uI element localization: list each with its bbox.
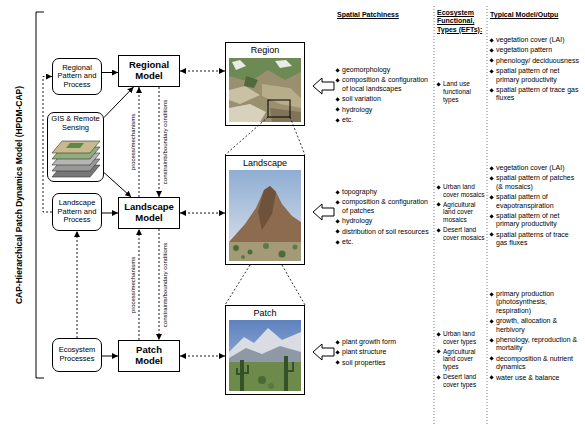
bullet-item: vegetation pattern: [489, 46, 581, 54]
gis-layers-icon: [52, 141, 100, 177]
bullet-item: vegetation cover (LAI): [489, 164, 581, 172]
model-box: Landscape Model: [118, 197, 180, 229]
node-text: Regional Model: [122, 60, 176, 82]
column-header: Typical Model/Outpu: [490, 11, 582, 19]
bullet-item: soil properties: [335, 359, 432, 367]
bullet-item: spatial pattern of patches (& mosaics): [489, 174, 581, 191]
text-column: topography composition & configuration of…: [335, 188, 432, 248]
patch-photo: [229, 320, 301, 391]
bullet-item: Agricultural land cover mosaics: [436, 201, 486, 224]
column-header: Ecosystem Functional, Types (EFTs):: [437, 9, 485, 34]
text-column: primary production (photosynthesis, resp…: [489, 290, 581, 384]
column-divider: [434, 6, 435, 425]
connector: [159, 87, 160, 197]
text-column: Ecosystem Functional, Types (EFTs):: [437, 9, 485, 34]
bullet-item: Land use functional types: [436, 80, 486, 103]
node-text: Landscape Pattern and Process: [56, 199, 98, 225]
bullet-item: spatial pattern of trace gas fluxes: [489, 86, 581, 103]
zoom-lines: [225, 117, 305, 305]
text-column: Typical Model/Outpu: [490, 11, 582, 19]
bullet-item: Desert land cover types: [436, 373, 486, 389]
text-column: Urban land cover typesAgricultural land …: [436, 330, 486, 391]
bullet-item: composition & configuration of local lan…: [335, 76, 432, 93]
edge-label: process/mechanisms: [130, 255, 137, 313]
node-text: Patch: [253, 308, 276, 318]
bullet-item: spatial patterns of trace gas fluxes: [489, 231, 581, 248]
text-column: plant growth form plant structure soil pro…: [335, 338, 432, 369]
connector: [104, 173, 131, 197]
node-text: GIS & Remote Sensing: [51, 115, 100, 132]
model-box: Regional Model: [118, 55, 180, 87]
connector: [77, 231, 78, 338]
bullet-item: water use & balance: [489, 374, 581, 382]
connector: [102, 213, 118, 214]
bullet-item: primary production (photosynthesis, resp…: [489, 290, 581, 315]
process-box: Ecosystem Processes: [52, 338, 102, 372]
bullet-item: Desert land cover mosaics: [436, 226, 486, 242]
pattern-box: Regional Pattern and Process: [52, 58, 102, 95]
connector: [180, 213, 225, 214]
hollow-arrow: [313, 78, 334, 360]
landscape-photo: [229, 170, 301, 261]
bullet-item: Urban land cover types: [436, 330, 486, 346]
bullet-item: decomposition & nutrient dynamics: [489, 355, 581, 372]
column-header: Spatial Patchiness: [337, 11, 432, 19]
bullet-item: Urban land cover mosaics: [436, 183, 486, 199]
scale-panel: Patch: [225, 305, 305, 395]
connector: [102, 72, 118, 73]
connector: [180, 356, 225, 357]
bullet-item: spatial pattern of evapotranspiration: [489, 193, 581, 210]
text-column: geomorphology composition & configuration…: [335, 66, 432, 126]
column-divider: [487, 6, 488, 425]
connector: [139, 87, 140, 197]
bullet-item: growth, allocation & herbivory: [489, 317, 581, 334]
bullet-item: hydrology: [335, 106, 432, 114]
text-column: Spatial Patchiness: [337, 11, 432, 19]
connector: [139, 229, 140, 340]
connector: [159, 229, 160, 340]
model-box: Patch Model: [118, 340, 180, 372]
pattern-box: Landscape Pattern and Process: [52, 193, 102, 231]
region-photo: [229, 58, 301, 122]
node-text: Regional Pattern and Process: [56, 64, 98, 90]
edge-label: constraints/boundary conditions: [162, 99, 169, 185]
bullet-item: plant structure: [335, 348, 432, 356]
scale-panel: Landscape: [225, 155, 305, 265]
bullet-item: phenology, reproduction & mortality: [489, 336, 581, 353]
text-column: vegetation cover (LAI) spatial pattern of…: [489, 164, 581, 250]
bullet-item: spatial pattern of net primary productiv…: [489, 212, 581, 229]
bullet-item: spatial pattern of net primary productiv…: [489, 67, 581, 84]
node-text: Landscape: [243, 158, 287, 168]
text-column: vegetation cover (LAI) vegetation pattern…: [489, 36, 581, 105]
bullet-item: Agricultural land cover types: [436, 348, 486, 371]
bullet-item: composition & configuration of patches: [335, 198, 432, 215]
scale-panel: Region: [225, 42, 305, 126]
bullet-item: topography: [335, 188, 432, 196]
bullet-item: phenology/ deciduousness: [489, 57, 581, 65]
gis-box: GIS & Remote Sensing: [47, 112, 104, 182]
edge-label: process/mechanisms: [130, 113, 137, 171]
text-column: Land use functional types: [436, 80, 486, 105]
connector: [180, 71, 225, 72]
node-text: Landscape Model: [122, 202, 176, 224]
bullet-item: hydrology: [335, 217, 432, 225]
bullet-item: plant growth form: [335, 338, 432, 346]
bullet-item: soil variation: [335, 95, 432, 103]
node-text: Region: [251, 45, 280, 55]
text-column: Urban land cover mosaicsAgricultural lan…: [436, 183, 486, 244]
frame-label: CAP-Hierarchical Patch Dynamics Model (H…: [15, 86, 24, 304]
connector: [102, 356, 118, 357]
edge-label: constraints/boundary conditions: [162, 241, 169, 327]
node-text: Ecosystem Processes: [56, 346, 98, 363]
node-text: Patch Model: [122, 345, 176, 367]
bullet-item: vegetation cover (LAI): [489, 36, 581, 44]
bullet-item: etc.: [335, 238, 432, 246]
bullet-item: distribution of soil resources: [335, 228, 432, 236]
bullet-item: etc.: [335, 116, 432, 124]
bullet-item: geomorphology: [335, 66, 432, 74]
